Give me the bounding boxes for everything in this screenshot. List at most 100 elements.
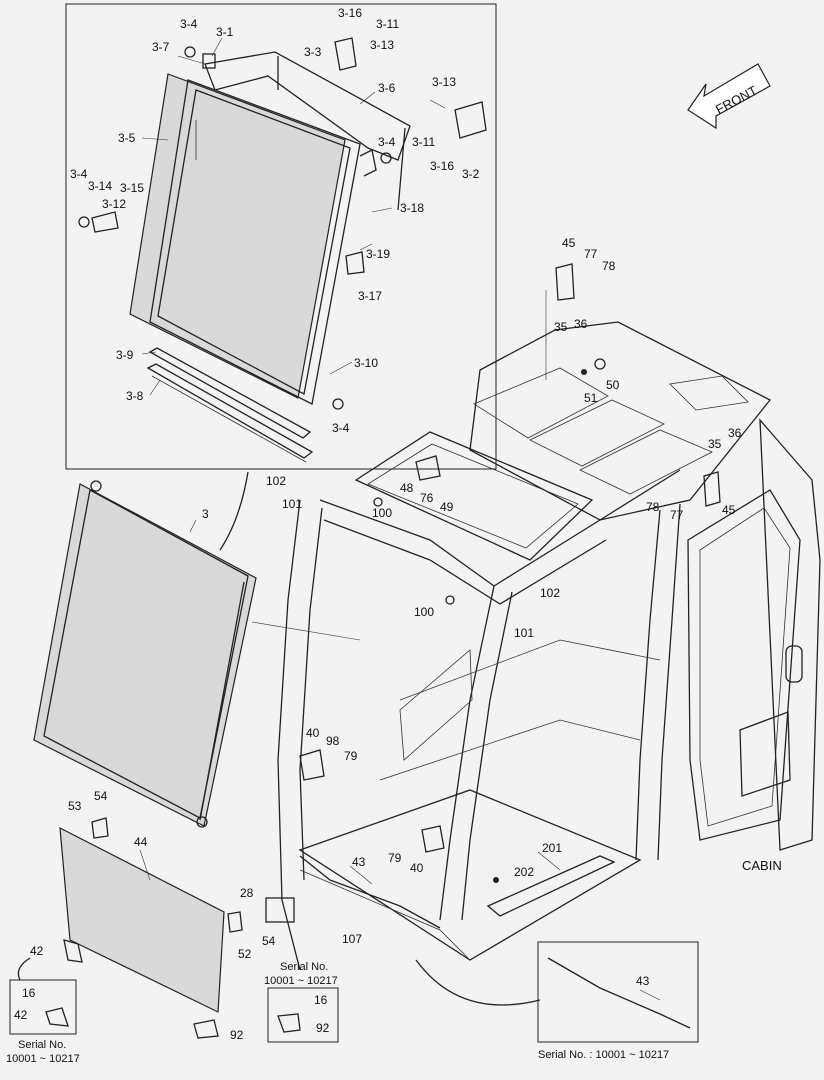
rear-handle [785, 645, 803, 683]
label-36-top: 36 [574, 317, 588, 331]
label-3-15: 3-15 [120, 181, 144, 195]
label-54-bottom: 54 [262, 934, 276, 948]
floor-edge [299, 869, 471, 961]
label-3-6: 3-6 [378, 81, 396, 95]
cabin-floor [298, 789, 642, 961]
part-42-handle-variant [45, 1007, 69, 1027]
label-100-mid: 100 [414, 605, 434, 619]
roof-vent [669, 375, 749, 411]
label-54-top: 54 [94, 789, 108, 803]
serial-mid-line2: 10001 ~ 10217 [264, 975, 338, 987]
inner-frame-member [399, 639, 661, 701]
window-roller-top [90, 480, 102, 492]
label-42-inset: 42 [14, 1008, 28, 1022]
label-35-top: 35 [554, 320, 568, 334]
label-3-3: 3-3 [304, 45, 322, 59]
part-51-fitting [581, 369, 587, 375]
window-roller-bottom [196, 816, 208, 828]
window-handle [359, 149, 377, 177]
label-92-main: 92 [230, 1028, 244, 1042]
front-direction-arrow [687, 63, 771, 130]
seal-inset-frame [537, 941, 699, 1043]
roof-panel-2 [529, 399, 665, 467]
roof-panel-3 [579, 429, 713, 495]
label-43-main: 43 [352, 855, 366, 869]
part-3-4-cap-bottom [332, 398, 344, 410]
label-45-side: 45 [722, 503, 736, 517]
label-35-side: 35 [708, 437, 722, 451]
label-107: 107 [342, 932, 362, 946]
window-inner-frame [149, 79, 361, 405]
label-3-10: 3-10 [354, 356, 378, 370]
rear-side-window [687, 489, 801, 841]
part-42-handle [63, 939, 83, 963]
sliding-window-panel [33, 483, 257, 827]
rear-vent-grille [739, 711, 791, 797]
leader-lines [139, 37, 661, 1001]
label-43-inset: 43 [636, 974, 650, 988]
part-40-bracket [421, 825, 445, 853]
roof-hatch-frame [354, 431, 594, 561]
cabin-roof [469, 321, 772, 521]
label-50: 50 [606, 378, 620, 392]
label-3-12: 3-12 [102, 197, 126, 211]
label-3-4-right: 3-4 [378, 135, 396, 149]
roof-hatch-inner [367, 443, 579, 549]
rail-guide-2 [397, 127, 406, 211]
label-53: 53 [68, 799, 82, 813]
part-50-fitting [594, 358, 606, 370]
inset-callout-arc [219, 471, 249, 551]
label-40-floor: 40 [410, 861, 424, 875]
label-28: 28 [240, 886, 254, 900]
label-102-top: 102 [266, 474, 286, 488]
window-inner-frame-edge [157, 89, 351, 395]
label-77-top: 77 [584, 247, 598, 261]
part-3-4-cap-top [184, 46, 196, 58]
label-16-left: 16 [22, 986, 36, 1000]
label-45-top: 45 [562, 236, 576, 250]
label-3-13-right: 3-13 [432, 75, 456, 89]
label-3: 3 [202, 507, 209, 521]
label-3-11-top: 3-11 [376, 17, 399, 31]
seal-callout-arc [415, 959, 541, 1006]
serial-left-line2: 10001 ~ 10217 [6, 1053, 80, 1065]
label-3-13-top: 3-13 [370, 38, 394, 52]
part-3-1-bracket [202, 53, 216, 69]
lower-rail-line [151, 375, 307, 463]
rear-body-panel [759, 418, 821, 851]
part-48-bracket [415, 455, 441, 481]
label-3-19: 3-19 [366, 247, 390, 261]
rear-pillar-2 [657, 503, 681, 861]
part-3-17-bracket [345, 251, 365, 275]
front-pillar-right-inner [461, 591, 513, 921]
front-top-beam-inner [323, 519, 607, 605]
label-98: 98 [326, 734, 340, 748]
label-101-mid: 101 [514, 626, 534, 640]
door-seal [299, 855, 441, 929]
sliding-window-rail [199, 581, 245, 821]
part-92-handle [193, 1019, 219, 1039]
label-48: 48 [400, 481, 414, 495]
part-3-2-bracket [454, 101, 487, 139]
serial-callout-arc [17, 957, 31, 981]
label-101-top: 101 [282, 497, 302, 511]
label-79-floor: 79 [388, 851, 402, 865]
label-3-4-bottom: 3-4 [332, 421, 350, 435]
label-79-left: 79 [344, 749, 358, 763]
label-16-mid: 16 [314, 993, 328, 1007]
label-3-4-top: 3-4 [180, 17, 198, 31]
part-3-4-cap-left [78, 216, 90, 228]
label-3-7: 3-7 [152, 40, 170, 54]
side-panel-bracket [399, 649, 473, 761]
part-100-fitting-a [373, 497, 383, 507]
label-3-4-left: 3-4 [70, 167, 88, 181]
label-49: 49 [440, 500, 454, 514]
front-pillar-left-inner [299, 507, 323, 881]
serial-inset-left [9, 979, 77, 1035]
serial-mid-line1: Serial No. [280, 961, 328, 973]
label-201: 201 [542, 841, 562, 855]
label-3-2: 3-2 [462, 167, 480, 181]
serial-inset-mid [267, 987, 339, 1043]
front-pillar-left [277, 499, 301, 971]
label-102-mid: 102 [540, 586, 560, 600]
